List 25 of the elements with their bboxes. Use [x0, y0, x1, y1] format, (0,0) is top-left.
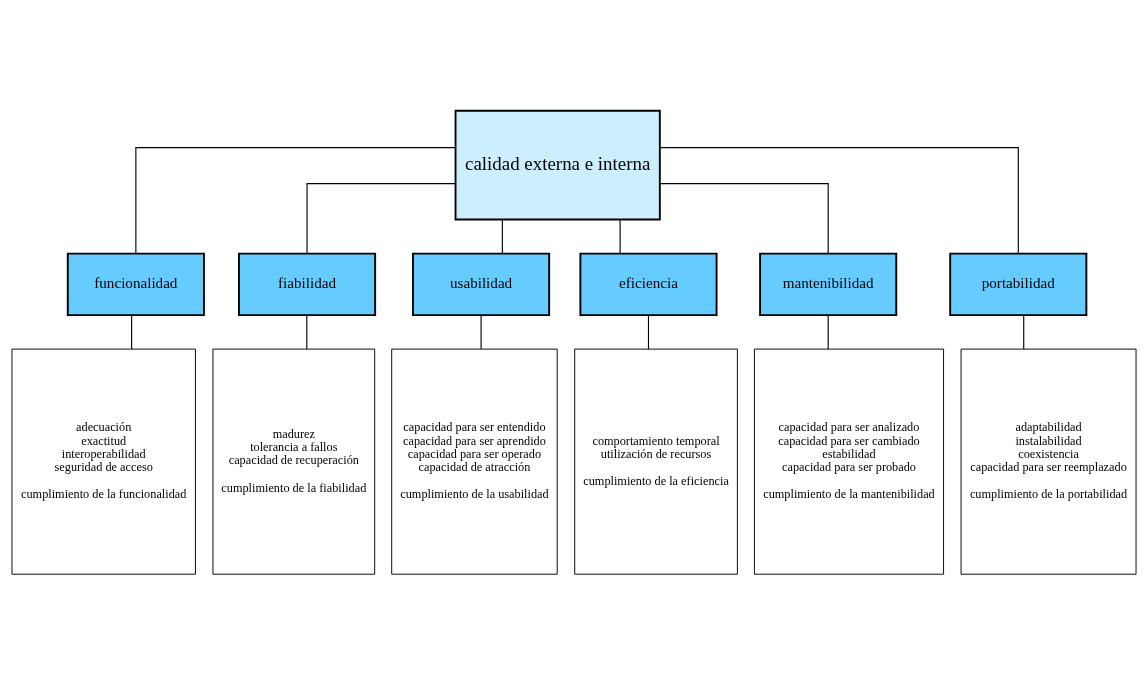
connector — [131, 314, 133, 350]
node-box: adaptabilidad instalabilidad coexistencia capacidad para ser reemplazado cumplimiento de la portabilidad — [960, 348, 1137, 575]
connector — [306, 182, 456, 254]
node-box: madurez tolerancia a fallos capacidad de recuperación cumplimiento de la fiabilidad — [212, 348, 376, 575]
node-box: capacidad para ser analizado capacidad para ser cambiado estabilidad capacidad para ser probado cumplimiento de la mantenibilidad — [753, 348, 945, 575]
node-box: calidad externa e interna — [454, 109, 661, 220]
connector — [501, 218, 503, 254]
connector — [135, 146, 456, 254]
node-box: eficiencia — [579, 252, 718, 316]
node-box: comportamiento temporal utilización de recursos cumplimiento de la eficiencia — [574, 348, 738, 575]
connector — [619, 218, 621, 254]
node-box: usabilidad — [412, 252, 551, 316]
connector — [659, 182, 829, 254]
node-box: funcionalidad — [66, 252, 205, 316]
connector — [659, 146, 1019, 254]
node-box: mantenibilidad — [759, 252, 898, 316]
node-box: adecuación exactitud interoperabilidad seguridad de acceso cumplimiento de la funcionalidad — [11, 348, 196, 575]
node-box: capacidad para ser entendido capacidad para ser aprendido capacidad para ser operado capacidad de atracción cumplimiento de la usabilidad — [391, 348, 558, 575]
connector — [306, 314, 308, 350]
node-box: fiabilidad — [238, 252, 377, 316]
connector — [480, 314, 482, 350]
node-box: portabilidad — [949, 252, 1088, 316]
connector — [1023, 314, 1025, 350]
connector — [827, 314, 829, 350]
connector — [647, 314, 650, 350]
